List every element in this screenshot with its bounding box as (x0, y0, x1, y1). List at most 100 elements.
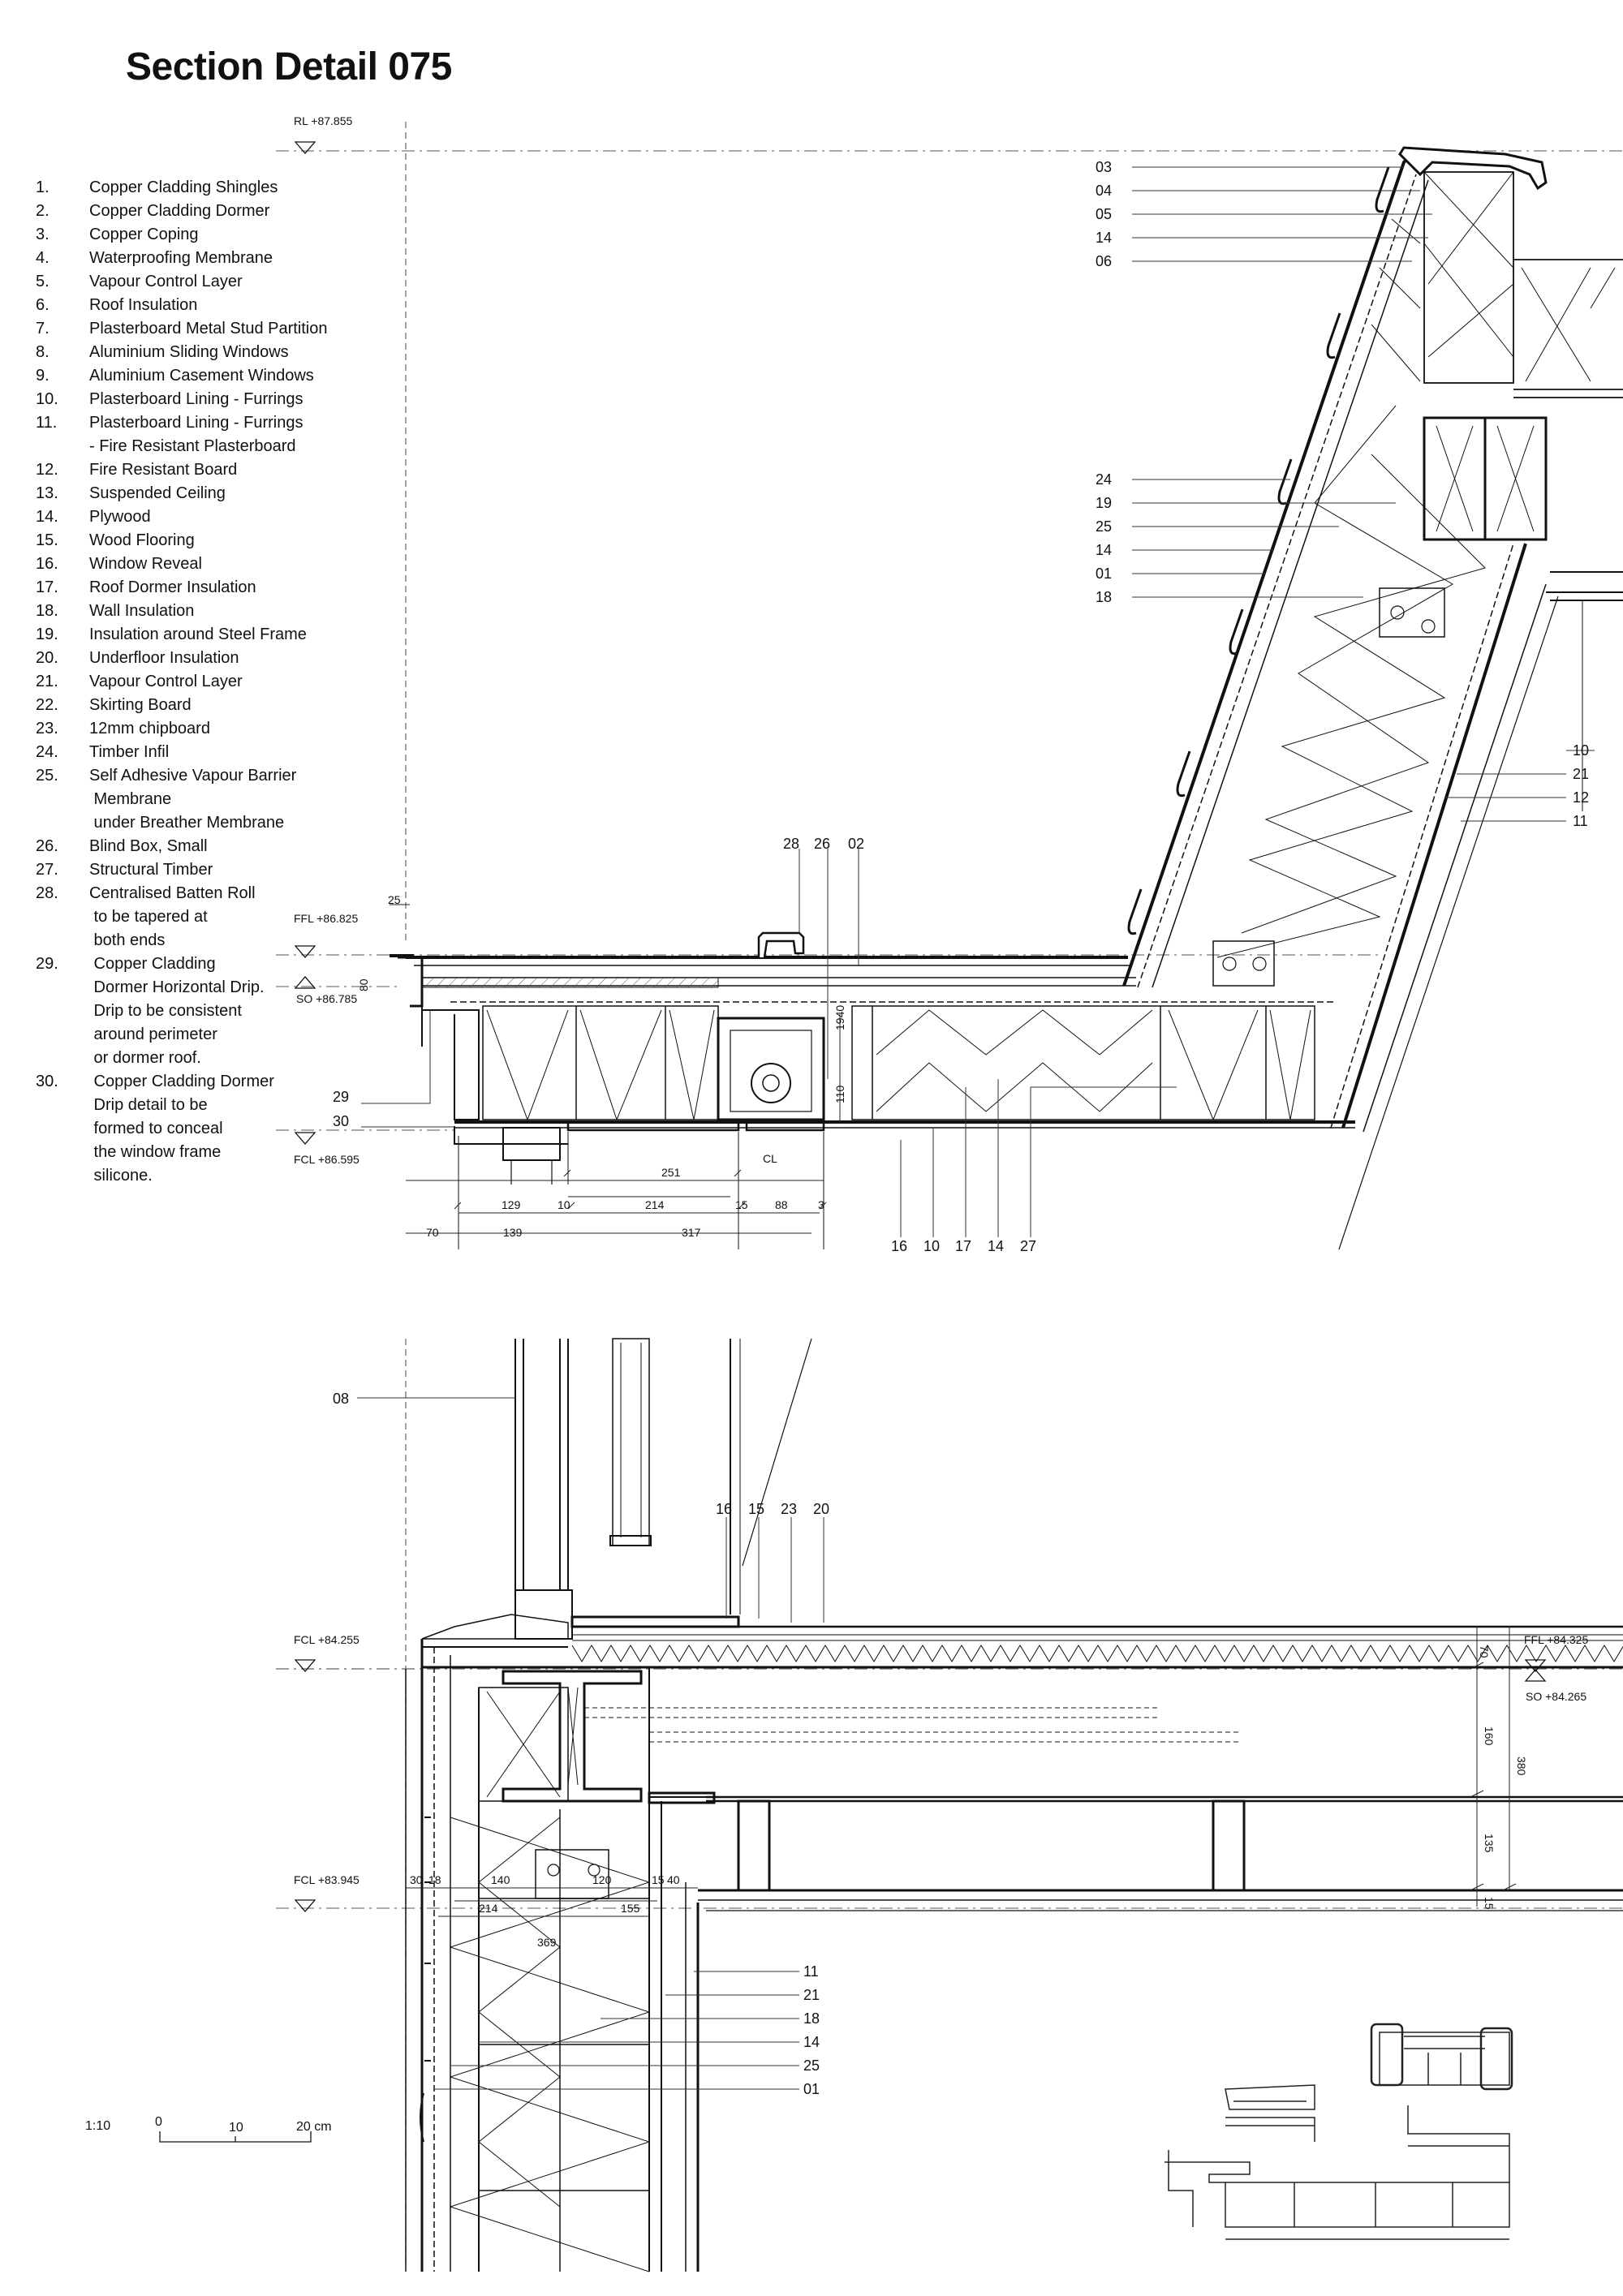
dim-15: 15 (735, 1198, 748, 1211)
callout-25: 25 (803, 2057, 820, 2074)
legend-text: Blind Box, Small (89, 837, 208, 855)
legend-item: Dormer Horizontal Drip. (36, 976, 360, 1000)
legend-number: 28. (36, 884, 58, 902)
dim-155: 155 (621, 1902, 640, 1915)
legend-item: 23.12mm chipboard (36, 717, 360, 741)
dim-25: 25 (388, 893, 401, 906)
legend-text: Membrane (89, 790, 172, 808)
legend-item: 6. Roof Insulation (36, 294, 360, 317)
scale-10: 10 (229, 2121, 243, 2135)
legend-text: Fire Resistant Board (89, 461, 238, 479)
legend-item: 21. Vapour Control Layer (36, 670, 360, 694)
legend-item: 5.Vapour Control Layer (36, 270, 360, 294)
level-so-lower: SO +84.265 (1526, 1690, 1586, 1703)
dim-15: 15 (1483, 1897, 1496, 1910)
legend-item: 28. Centralised Batten Roll (36, 882, 360, 905)
legend-item: 1.Copper Cladding Shingles (36, 176, 360, 200)
dim-317: 317 (682, 1226, 701, 1239)
legend-number: 18. (36, 602, 58, 620)
dims-upper: 25 80 1940 110 CL 251 129 10 214 15 88 3… (357, 893, 846, 1239)
legend-text: Plasterboard Lining - Furrings (89, 414, 304, 432)
callout-14: 14 (988, 1238, 1004, 1254)
scale-0: 0 (155, 2115, 162, 2129)
legend-text: Plasterboard Metal Stud Partition (89, 320, 328, 338)
callout-14: 14 (1096, 542, 1112, 558)
legend-number: 30. (36, 1073, 58, 1090)
legend-text: Wall Insulation (89, 602, 195, 620)
legend-text: formed to conceal (89, 1120, 223, 1137)
legend-item: 3.Copper Coping (36, 223, 360, 247)
callout-16: 16 (891, 1238, 907, 1254)
legend-item: 15.Wood Flooring (36, 529, 360, 553)
legend-item: 20.Underfloor Insulation (36, 647, 360, 670)
level-fcl-bottom: FCL +83.945 (294, 1873, 359, 1886)
legend-text: 12mm chipboard (89, 720, 210, 737)
dim-70: 70 (1478, 1645, 1491, 1658)
callout-08-label: 08 (333, 1391, 349, 1407)
callout-18: 18 (1096, 589, 1112, 605)
legend-number: 21. (36, 673, 58, 690)
scale-20: 20 cm (296, 2120, 332, 2134)
legend-item: formed to conceal (36, 1117, 360, 1141)
dim-80: 80 (357, 978, 370, 991)
dim-214: 214 (479, 1902, 498, 1915)
callout-17: 17 (955, 1238, 971, 1254)
dim-160: 160 (1483, 1726, 1496, 1746)
legend-text: Dormer Horizontal Drip. (89, 978, 265, 996)
legend-text: or dormer roof. (89, 1049, 201, 1067)
legend-item: both ends (36, 929, 360, 952)
legend-number: 22. (36, 696, 58, 714)
legend-number: 19. (36, 626, 58, 643)
dim-139: 139 (503, 1226, 523, 1239)
leader-lines-upper (361, 166, 1595, 1237)
lower-wall-floor (405, 1338, 1623, 2272)
legend-text: Wood Flooring (89, 531, 195, 549)
level-fcl-lower: FCL +84.255 (294, 1633, 359, 1646)
dim-70: 70 (426, 1226, 439, 1239)
legend-number: 24. (36, 743, 58, 761)
legend-text: Waterproofing Membrane (89, 249, 273, 267)
legend-item: 12. Fire Resistant Board (36, 458, 360, 482)
legend-text: Self Adhesive Vapour Barrier (89, 767, 297, 785)
level-so-upper: SO +86.785 (296, 992, 357, 1005)
callout-24: 24 (1096, 471, 1112, 488)
callout-26: 26 (814, 836, 830, 852)
legend-number: 10. (36, 390, 58, 408)
legend-text: Centralised Batten Roll (89, 884, 256, 902)
legend-item: 7.Plasterboard Metal Stud Partition (36, 317, 360, 341)
callout-08: 08 (333, 1391, 349, 1407)
dimension-lines-upper (390, 904, 841, 1234)
legend-number: 12. (36, 461, 58, 479)
legend-item: 26.Blind Box, Small (36, 835, 360, 858)
legend-number: 11. (36, 414, 58, 432)
callout-11: 11 (1573, 813, 1588, 829)
legend-number: 8. (36, 343, 50, 361)
legend-text: Drip to be consistent (89, 1002, 242, 1020)
dim-40: 40 (667, 1873, 680, 1886)
callouts-roof-mid: 24 19 25 14 01 18 (1096, 471, 1112, 605)
dim-135: 135 (1483, 1834, 1496, 1853)
legend-text: the window frame (89, 1143, 222, 1161)
callout-10: 10 (923, 1238, 940, 1254)
legend-text: Vapour Control Layer (89, 673, 243, 690)
dim-380: 380 (1515, 1756, 1528, 1776)
dim-369: 369 (537, 1936, 557, 1949)
upper-flat-roof (390, 931, 1355, 1249)
legend-number: 9. (36, 367, 50, 385)
level-rl-top: RL +87.855 (294, 114, 352, 127)
legend-item: 9.Aluminium Casement Windows (36, 364, 360, 388)
callout-05: 05 (1096, 206, 1112, 222)
legend-number: 6. (36, 296, 50, 314)
callout-15: 15 (748, 1501, 764, 1517)
callouts-floor-top: 16 15 23 20 (716, 1501, 829, 1517)
legend-text: Roof Insulation (89, 296, 198, 314)
callouts-gutter: 28 26 02 (783, 836, 864, 852)
legend-text: Timber Infil (89, 743, 170, 761)
callout-04: 04 (1096, 183, 1112, 199)
legend-text: Underfloor Insulation (89, 649, 239, 667)
legend-text: to be tapered at (89, 908, 208, 926)
legend-item: 10.Plasterboard Lining - Furrings (36, 388, 360, 411)
legend-number: 5. (36, 273, 50, 290)
level-fcl-upper: FCL +86.595 (294, 1153, 359, 1166)
